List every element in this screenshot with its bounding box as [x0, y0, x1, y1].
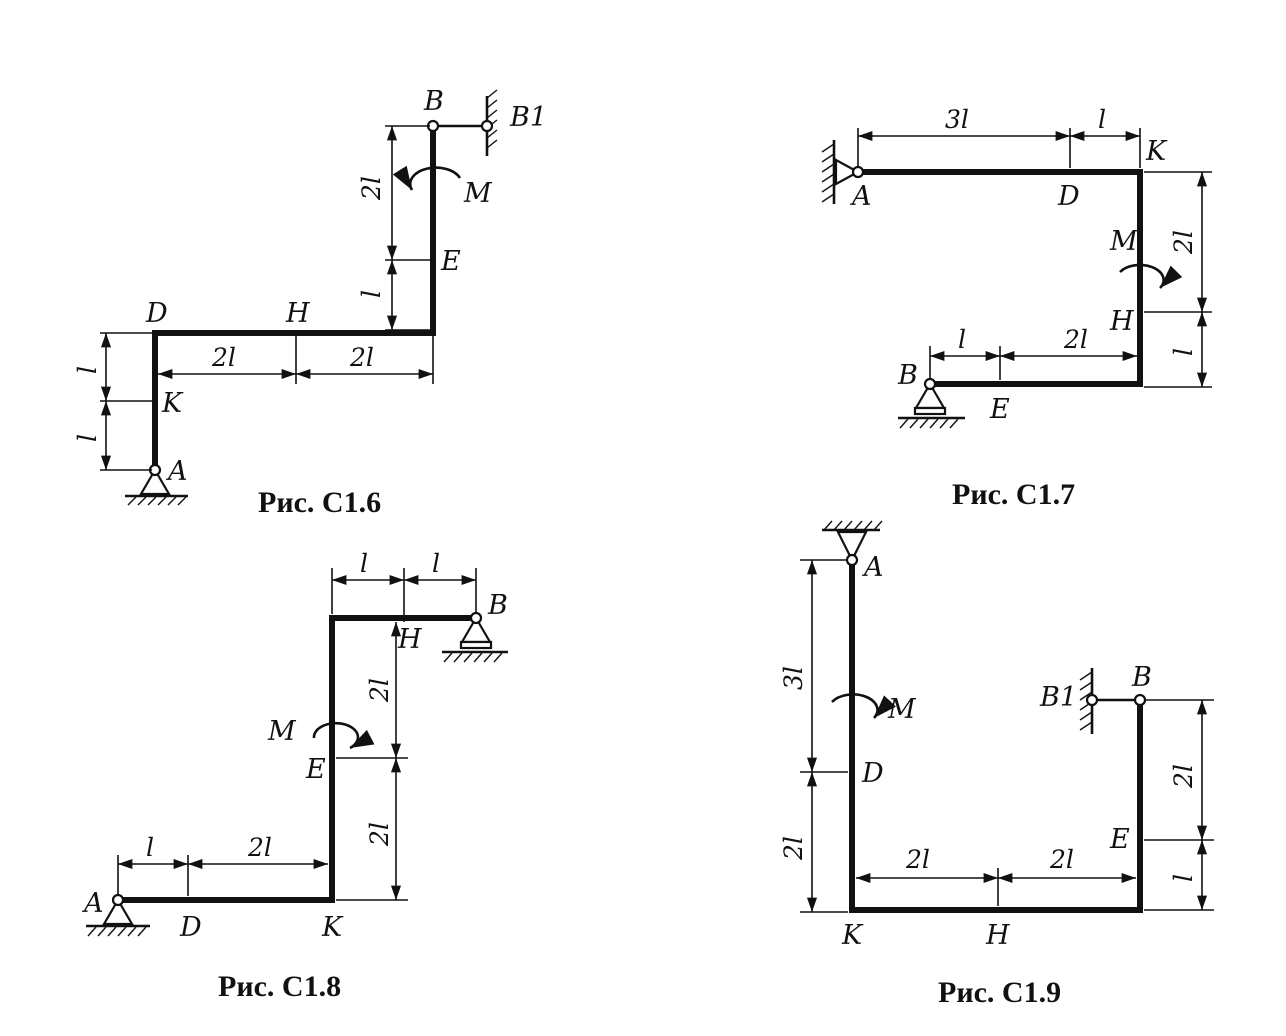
dim-label: l — [360, 549, 368, 578]
hinge-a — [111, 893, 125, 907]
wall-hatch-a — [821, 143, 835, 203]
frame-c1-8 — [115, 615, 479, 903]
dim-label: 2l — [349, 343, 374, 372]
point-label: D — [861, 758, 884, 789]
dim-label: 2l — [1063, 325, 1088, 354]
point-label: A — [849, 181, 872, 212]
dim-label: 2l — [211, 343, 236, 372]
point-label: D — [1057, 181, 1080, 212]
support-a — [139, 467, 171, 496]
dim-label: 2l — [1169, 764, 1198, 789]
dim-label: 2l — [247, 833, 272, 862]
figure-caption: Рис. С1.8 — [218, 970, 341, 1003]
figure-caption: Рис. С1.7 — [952, 478, 1075, 511]
figure-caption: Рис. С1.9 — [938, 976, 1061, 1009]
hinge-b1 — [1085, 693, 1099, 707]
dim-label: 2l — [779, 836, 808, 861]
support-a — [836, 530, 868, 563]
point-label: B — [1131, 662, 1152, 693]
point-label: E — [989, 394, 1010, 425]
dim-label: 2l — [365, 822, 394, 847]
point-label: H — [397, 624, 422, 655]
dim-label: 2l — [905, 845, 930, 874]
moment-arc-c1-9 — [831, 693, 896, 719]
dim-label: 2l — [1049, 845, 1074, 874]
moment-arc-c1-8 — [312, 721, 375, 750]
frame-c1-6 — [152, 123, 436, 473]
point-label: E — [1109, 824, 1130, 855]
dim-label: 2l — [1169, 230, 1198, 255]
moment-arc-c1-7 — [1119, 263, 1183, 289]
dim-label: 2l — [365, 678, 394, 703]
point-label: K — [321, 912, 344, 943]
wall-hatch-b1 — [486, 89, 498, 149]
point-label: B — [897, 360, 918, 391]
dim-label: l — [73, 366, 102, 374]
point-label: D — [145, 298, 168, 329]
ceiling-hatch-a — [823, 520, 883, 531]
figure-c1-7: A D K M H B E 3l l 2l l l 2l Рис. С1.7 — [821, 105, 1212, 511]
figure-caption: Рис. С1.6 — [258, 486, 381, 519]
dim-label: l — [1098, 105, 1106, 134]
support-a — [102, 897, 134, 926]
point-label: K — [161, 388, 184, 419]
point-label: B1 — [1039, 682, 1077, 713]
point-label: E — [440, 246, 461, 277]
point-label: A — [165, 456, 188, 487]
moment-label: M — [267, 716, 297, 747]
dim-label: l — [432, 549, 440, 578]
ground-hatch-b — [443, 652, 503, 663]
point-label: K — [841, 920, 864, 951]
ground-hatch-b — [899, 418, 959, 429]
figure-c1-6: B B1 M E D H K A 2l l l l 2l 2l Рис. С1.… — [73, 86, 547, 519]
hinge-b — [1133, 693, 1147, 707]
moment-label: M — [1109, 226, 1139, 257]
point-label: D — [179, 912, 202, 943]
support-a — [834, 158, 861, 186]
point-label: E — [305, 754, 326, 785]
hinge-b — [923, 377, 937, 391]
moment-label: M — [887, 694, 917, 725]
dim-label: l — [73, 434, 102, 442]
dim-label: 3l — [945, 105, 969, 134]
hinge-a — [851, 165, 865, 179]
point-label: K — [1145, 136, 1168, 167]
point-label: A — [81, 888, 104, 919]
point-label: A — [861, 552, 884, 583]
point-label: B — [487, 590, 508, 621]
ground-hatch-a — [87, 926, 147, 937]
frame-c1-7 — [855, 169, 1143, 387]
dim-label: l — [146, 833, 154, 862]
point-label: H — [985, 920, 1010, 951]
moment-label: M — [463, 178, 493, 209]
point-label: B — [423, 86, 444, 117]
point-label: B1 — [509, 102, 547, 133]
dim-label: 2l — [357, 176, 386, 201]
dim-label: 3l — [779, 666, 808, 690]
hinge-a — [845, 553, 859, 567]
dim-label: l — [958, 325, 966, 354]
dim-label: l — [357, 290, 386, 298]
frame-c1-9 — [849, 557, 1143, 913]
moment-arc-c1-6 — [392, 165, 462, 191]
figure-c1-9: A D K H E B B1 M 3l 2l 2l 2l 2l l Рис. С… — [779, 520, 1214, 1009]
point-label: H — [1109, 306, 1134, 337]
dim-label: l — [1169, 348, 1198, 356]
figure-c1-8: A D K E M H B l l 2l 2l l 2l Рис. С1.8 — [81, 549, 508, 1003]
ground-hatch-a — [127, 496, 187, 506]
hinge-b1 — [480, 119, 494, 133]
hinge-b — [469, 611, 483, 625]
dim-label: l — [1169, 874, 1198, 882]
point-label: H — [285, 298, 310, 329]
